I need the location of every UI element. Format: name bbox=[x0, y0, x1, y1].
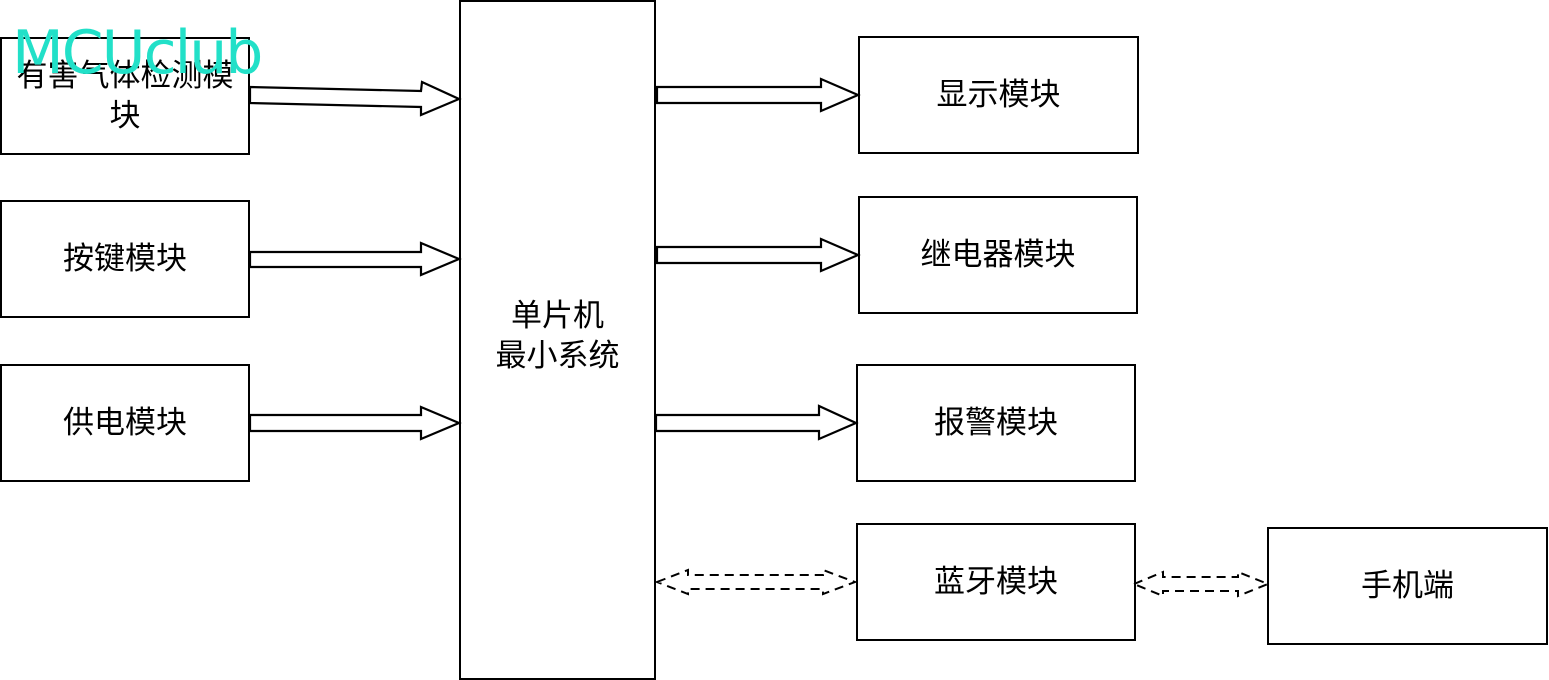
arrow-mcu-to-alarm bbox=[654, 404, 859, 441]
arrow-mcu-bluetooth-bidirectional bbox=[654, 568, 858, 596]
relay-module-label: 继电器模块 bbox=[920, 237, 1076, 273]
arrow-power-to-mcu bbox=[248, 405, 462, 441]
arrow-gas-to-mcu bbox=[248, 80, 462, 117]
display-module: 显示模块 bbox=[858, 36, 1139, 154]
arrow-mcu-to-relay bbox=[655, 237, 861, 273]
arrow-bluetooth-phone-bidirectional bbox=[1131, 570, 1271, 598]
alarm-module: 报警模块 bbox=[856, 364, 1136, 482]
phone-terminal-label: 手机端 bbox=[1361, 568, 1454, 604]
mcu-label-line1: 单片机 bbox=[511, 298, 604, 334]
key-module-label: 按键模块 bbox=[63, 241, 187, 277]
gas-detection-module: 有害气体检测模 块 bbox=[0, 37, 250, 155]
phone-terminal: 手机端 bbox=[1267, 527, 1548, 645]
mcu-label-line2: 最小系统 bbox=[495, 338, 620, 374]
gas-detection-label-line2: 块 bbox=[109, 98, 141, 134]
display-module-label: 显示模块 bbox=[936, 77, 1061, 113]
bluetooth-module-label: 蓝牙模块 bbox=[934, 564, 1058, 600]
power-module-label: 供电模块 bbox=[63, 405, 187, 441]
bluetooth-module: 蓝牙模块 bbox=[856, 523, 1136, 641]
alarm-module-label: 报警模块 bbox=[934, 405, 1058, 441]
arrow-keys-to-mcu bbox=[248, 241, 462, 277]
power-module: 供电模块 bbox=[0, 364, 250, 482]
arrow-mcu-to-display bbox=[655, 77, 861, 113]
gas-detection-label-line1: 有害气体检测模 bbox=[16, 58, 234, 94]
mcu-system-label: 单片机 最小系统 bbox=[460, 296, 655, 376]
